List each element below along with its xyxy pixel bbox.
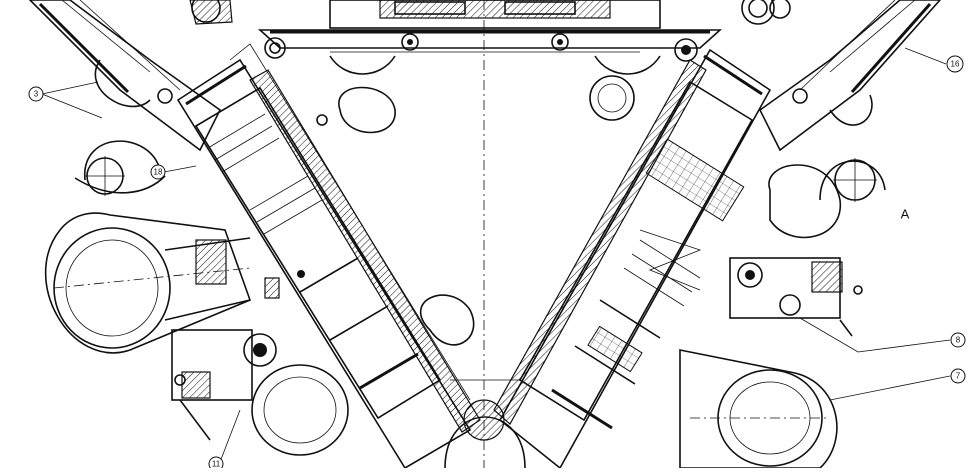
svg-text:18: 18: [154, 168, 163, 177]
leader-7: [829, 375, 951, 401]
leader-8: [799, 317, 951, 353]
callout-3: 3: [28, 86, 44, 102]
callout-7: 7: [950, 368, 966, 384]
svg-text:16: 16: [951, 60, 960, 69]
svg-text:3: 3: [34, 90, 39, 99]
svg-text:7: 7: [956, 372, 961, 381]
right-injection-pump: [729, 257, 863, 337]
svg-text:11: 11: [212, 460, 221, 469]
right-lower-exhaust: [679, 164, 841, 469]
left-lower-exhaust: [251, 86, 475, 456]
callout-8: 8: [950, 332, 966, 348]
callout-18: 18: [150, 164, 166, 180]
right-cylinder-bank: [493, 48, 772, 470]
svg-text:8: 8: [956, 336, 961, 345]
top-manifold: [189, 0, 775, 75]
left-injection-pump: [171, 329, 277, 441]
leader-11: [219, 409, 241, 463]
left-connecting-rod: [44, 212, 252, 354]
callout-11: 11: [208, 456, 224, 472]
leader-18: [163, 165, 197, 173]
left-upper-exhaust: [28, 0, 222, 196]
crankshaft-center: [444, 379, 526, 469]
leader-3a: [41, 81, 99, 95]
right-upper-exhaust: [758, 0, 942, 202]
view-letter-a: A: [901, 207, 910, 222]
leader-3b: [41, 93, 103, 119]
leader-16: [904, 47, 947, 65]
callout-16: 16: [946, 55, 964, 73]
